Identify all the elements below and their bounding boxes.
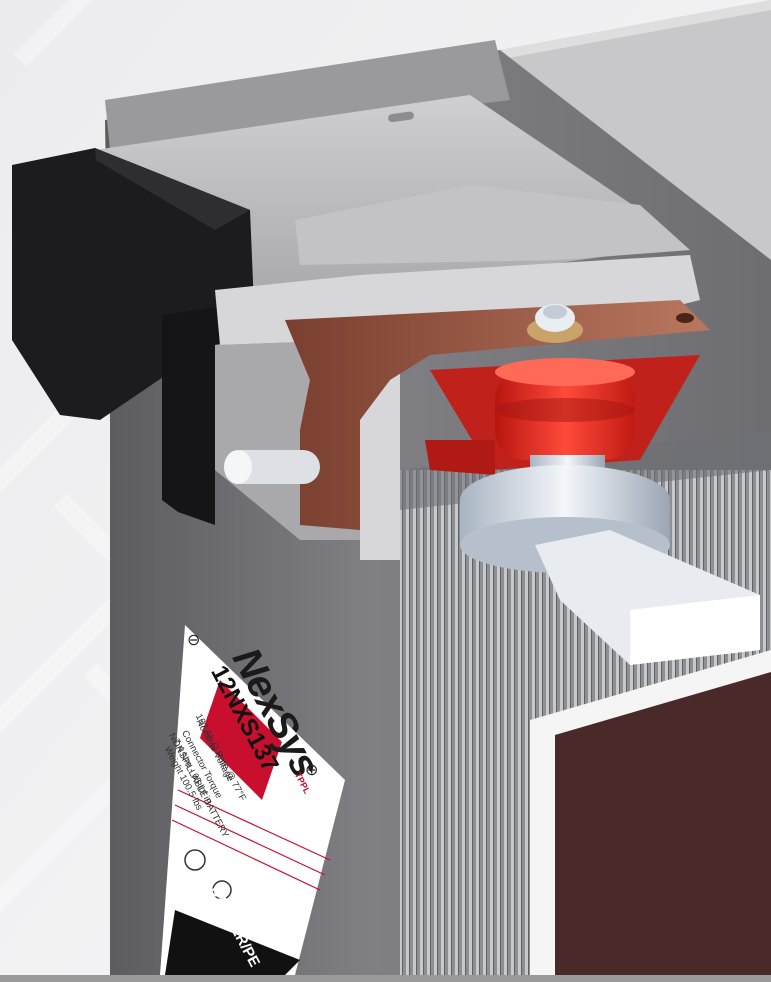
lid-slot bbox=[388, 111, 414, 123]
brand-logo-badge bbox=[200, 680, 282, 800]
danger-banner bbox=[165, 910, 300, 975]
copper-busbar bbox=[285, 300, 710, 530]
battery-label bbox=[160, 625, 345, 975]
rear-cover bbox=[500, 0, 771, 260]
pb-disposal-icon bbox=[212, 880, 232, 900]
terminal-cap-front bbox=[162, 300, 270, 525]
recycle-icon bbox=[184, 849, 206, 871]
separator-panel bbox=[555, 672, 771, 975]
bottom-strip bbox=[0, 975, 771, 982]
